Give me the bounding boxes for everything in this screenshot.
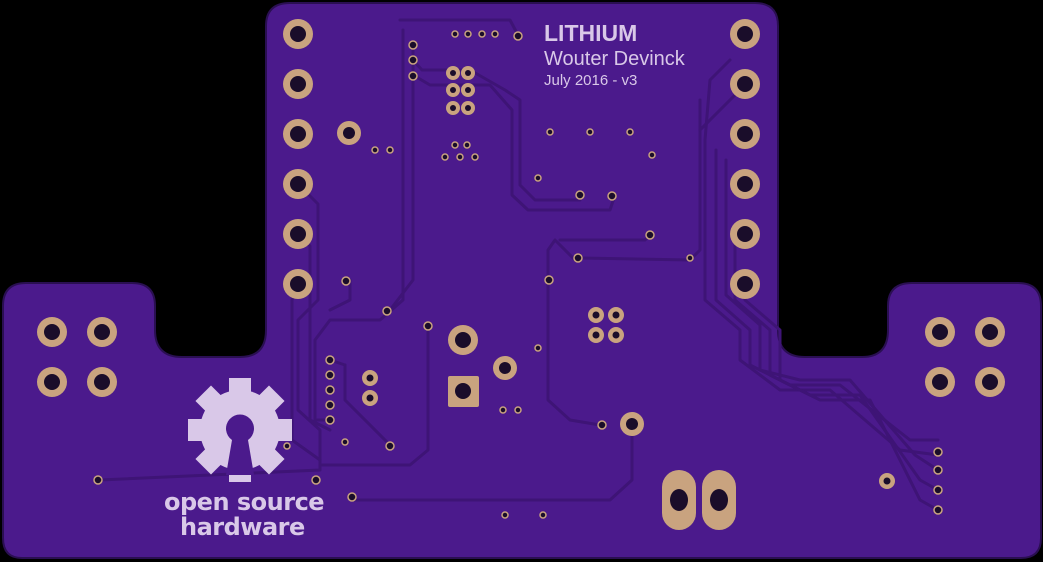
oshw-logo-text-line2: hardware bbox=[180, 513, 305, 541]
right-header-pins bbox=[730, 19, 760, 299]
right-button-pads bbox=[925, 317, 1005, 397]
board-version: July 2016 - v3 bbox=[544, 72, 638, 89]
oshw-logo-text-line1: open source bbox=[164, 488, 325, 516]
battery-slot-pads bbox=[662, 470, 736, 530]
left-button-pads bbox=[37, 317, 117, 397]
small-pad-clusters bbox=[362, 66, 895, 489]
single-pads bbox=[337, 121, 644, 436]
left-header-pins bbox=[283, 19, 313, 299]
board-title: LITHIUM bbox=[544, 20, 638, 46]
board-author: Wouter Devinck bbox=[544, 48, 685, 70]
open-source-hardware-gear-icon bbox=[188, 378, 292, 482]
